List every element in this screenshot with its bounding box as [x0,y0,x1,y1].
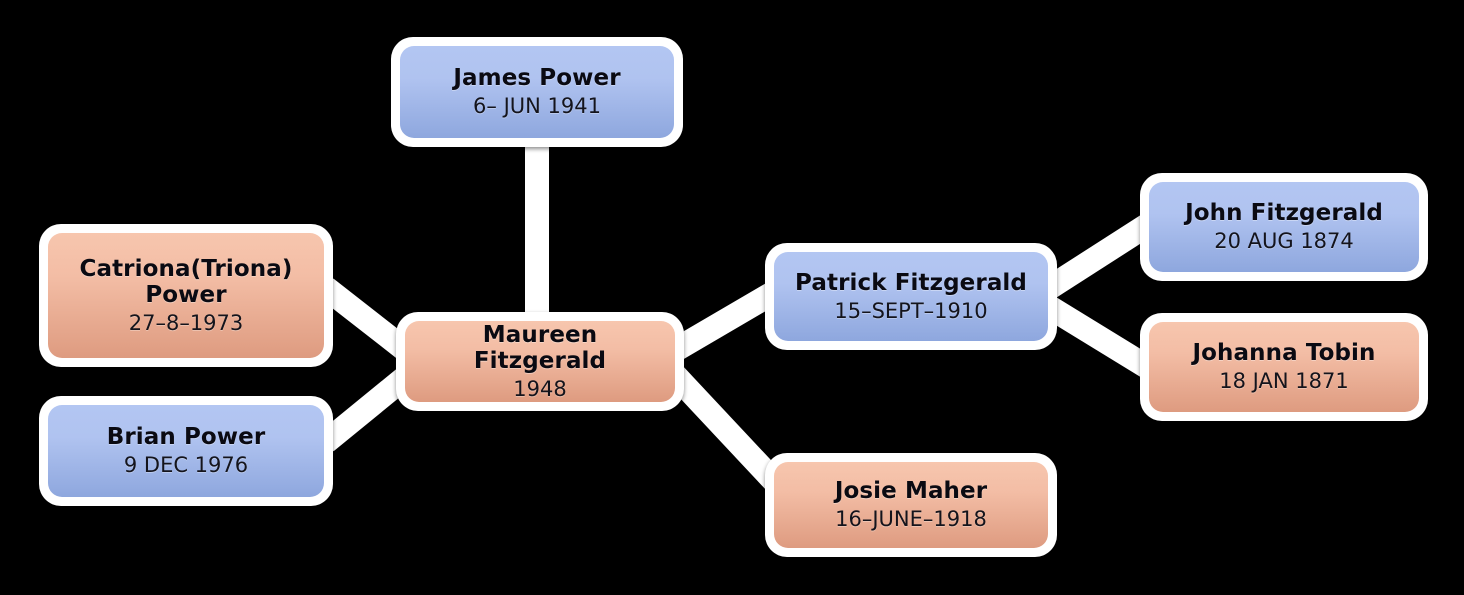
person-date: 15–SEPT–1910 [834,298,988,323]
person-date: 20 AUG 1874 [1214,229,1354,254]
link-patrick-to-johanna [1039,294,1159,381]
person-name: Maureen Fitzgerald [473,321,607,375]
link-catriona-to-maureen [318,278,416,362]
person-name: Brian Power [106,424,266,451]
person-name: James Power [453,65,621,92]
person-name: Johanna Tobin [1192,340,1376,367]
person-date: 16–JUNE–1918 [835,507,987,532]
person-name: John Fitzgerald [1185,200,1383,227]
person-name-line: Catriona(Triona) [79,255,293,282]
person-name-line: Power [145,282,227,309]
person-date: 1948 [513,377,567,401]
person-name: Josie Maher [834,478,988,505]
person-date: 9 DEC 1976 [123,453,249,478]
person-date: 6– JUN 1941 [473,94,601,119]
link-brian-to-maureen [318,365,416,452]
person-name: Catriona(Triona)Power [79,256,292,309]
link-patrick-to-john [1039,211,1159,301]
link-maureen-to-patrick [665,279,785,363]
person-name: Patrick Fitzgerald [795,269,1027,296]
person-date: 18 JAN 1871 [1219,369,1349,394]
person-date: 27–8–1973 [128,310,244,335]
